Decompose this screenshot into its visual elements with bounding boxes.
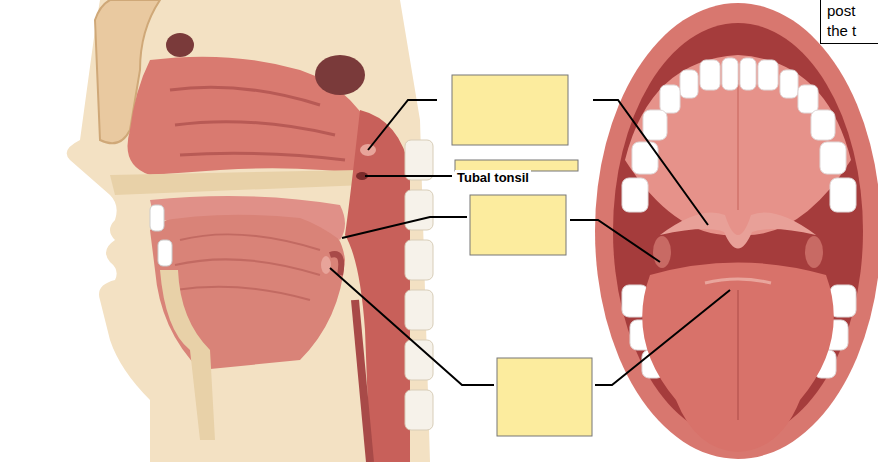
part-label: Tubal tonsil [455, 170, 531, 185]
note-box: postthe t [820, 0, 878, 44]
note-text: post [827, 1, 878, 21]
note-text: the t [827, 21, 878, 41]
